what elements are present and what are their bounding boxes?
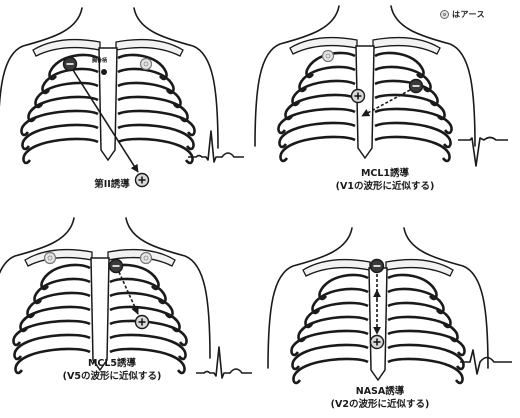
panel-lead-ii [0,8,244,187]
panel-mcl1 [255,6,508,166]
rib-right [375,81,438,105]
caption-lead-ii: 第II誘導 [62,178,162,191]
rib-right [375,53,424,77]
torso-outline-left [255,6,339,146]
torso-outline-left [0,8,82,148]
rib-right [118,83,181,107]
ecg-waveform [188,131,244,162]
clavicle-left [33,40,100,56]
sternum [369,268,387,380]
clavicle-left [290,38,357,54]
rib-left [21,111,98,135]
sternum-marker-dot [101,69,107,75]
torso-outline-right [404,228,488,368]
caption-mcl1: MCL1誘導 (V1の波形に近似する) [305,167,465,193]
rib-right [388,345,464,369]
torso-outline-right [134,8,218,148]
rib-left [305,303,368,327]
torso-outline-left [268,228,352,368]
rib-left [291,331,368,355]
caption-mcl5-line1: MCL5誘導 [32,357,192,370]
ground-electrode-icon [141,59,152,70]
clavicle-right [373,38,440,54]
ground-electrode-icon [440,10,449,19]
clavicle-right [116,40,183,56]
panel-nasa [268,228,512,383]
rib-left [41,265,90,289]
rib-right [388,275,437,299]
rib-right [375,109,452,133]
clavicle-left [303,260,370,276]
caption-nasa-line2: (V2の波形に近似する) [300,398,460,411]
caption-nasa: NASA誘導 (V2の波形に近似する) [300,385,460,411]
rib-right [375,137,450,161]
caption-mcl1-line1: MCL1誘導 [305,167,465,180]
torso-outline-right [126,218,210,358]
sternum [99,48,117,160]
legend: はアース [440,9,485,20]
rib-left [280,137,355,161]
ecg-waveform [196,347,252,378]
rib-right [118,111,195,135]
clavicle-left [25,250,92,266]
caption-mcl5: MCL5誘導 (V5の波形に近似する) [32,357,192,383]
rib-left [278,109,355,133]
rib-right [388,331,465,355]
torso-outline-right [391,6,475,146]
rib-right [388,303,451,327]
torso-outline-left [0,218,74,358]
caption-lead-ii-line1: 第II誘導 [62,178,162,191]
caption-mcl5-line2: (V5の波形に近似する) [32,370,192,383]
rib-left [279,123,355,147]
rib-left [13,321,90,345]
ecg-waveform [458,138,508,167]
ground-electrode-icon [45,253,56,264]
rib-left [22,125,98,149]
caption-mcl1-line2: (V1の波形に近似する) [305,180,465,193]
sternum-label: 胸骨柄 [92,57,107,64]
rib-left [292,81,355,105]
rib-left [14,335,90,359]
panel-mcl5 [0,218,252,378]
rib-left [293,359,368,383]
clavicle-right [386,260,453,276]
rib-left [23,139,98,163]
rib-left [292,345,368,369]
sternum [91,258,109,370]
legend-text: はアース [452,9,485,20]
rib-left [319,275,368,299]
caption-nasa-line1: NASA誘導 [300,385,460,398]
rib-right [375,123,451,147]
ground-electrode-icon [323,51,334,62]
ground-electrode-icon [141,253,152,264]
rib-right [110,335,186,359]
rib-right [388,359,463,383]
rib-right [110,293,173,317]
rib-left [27,293,90,317]
ecg-waveform [460,350,512,374]
rib-right [118,125,194,149]
